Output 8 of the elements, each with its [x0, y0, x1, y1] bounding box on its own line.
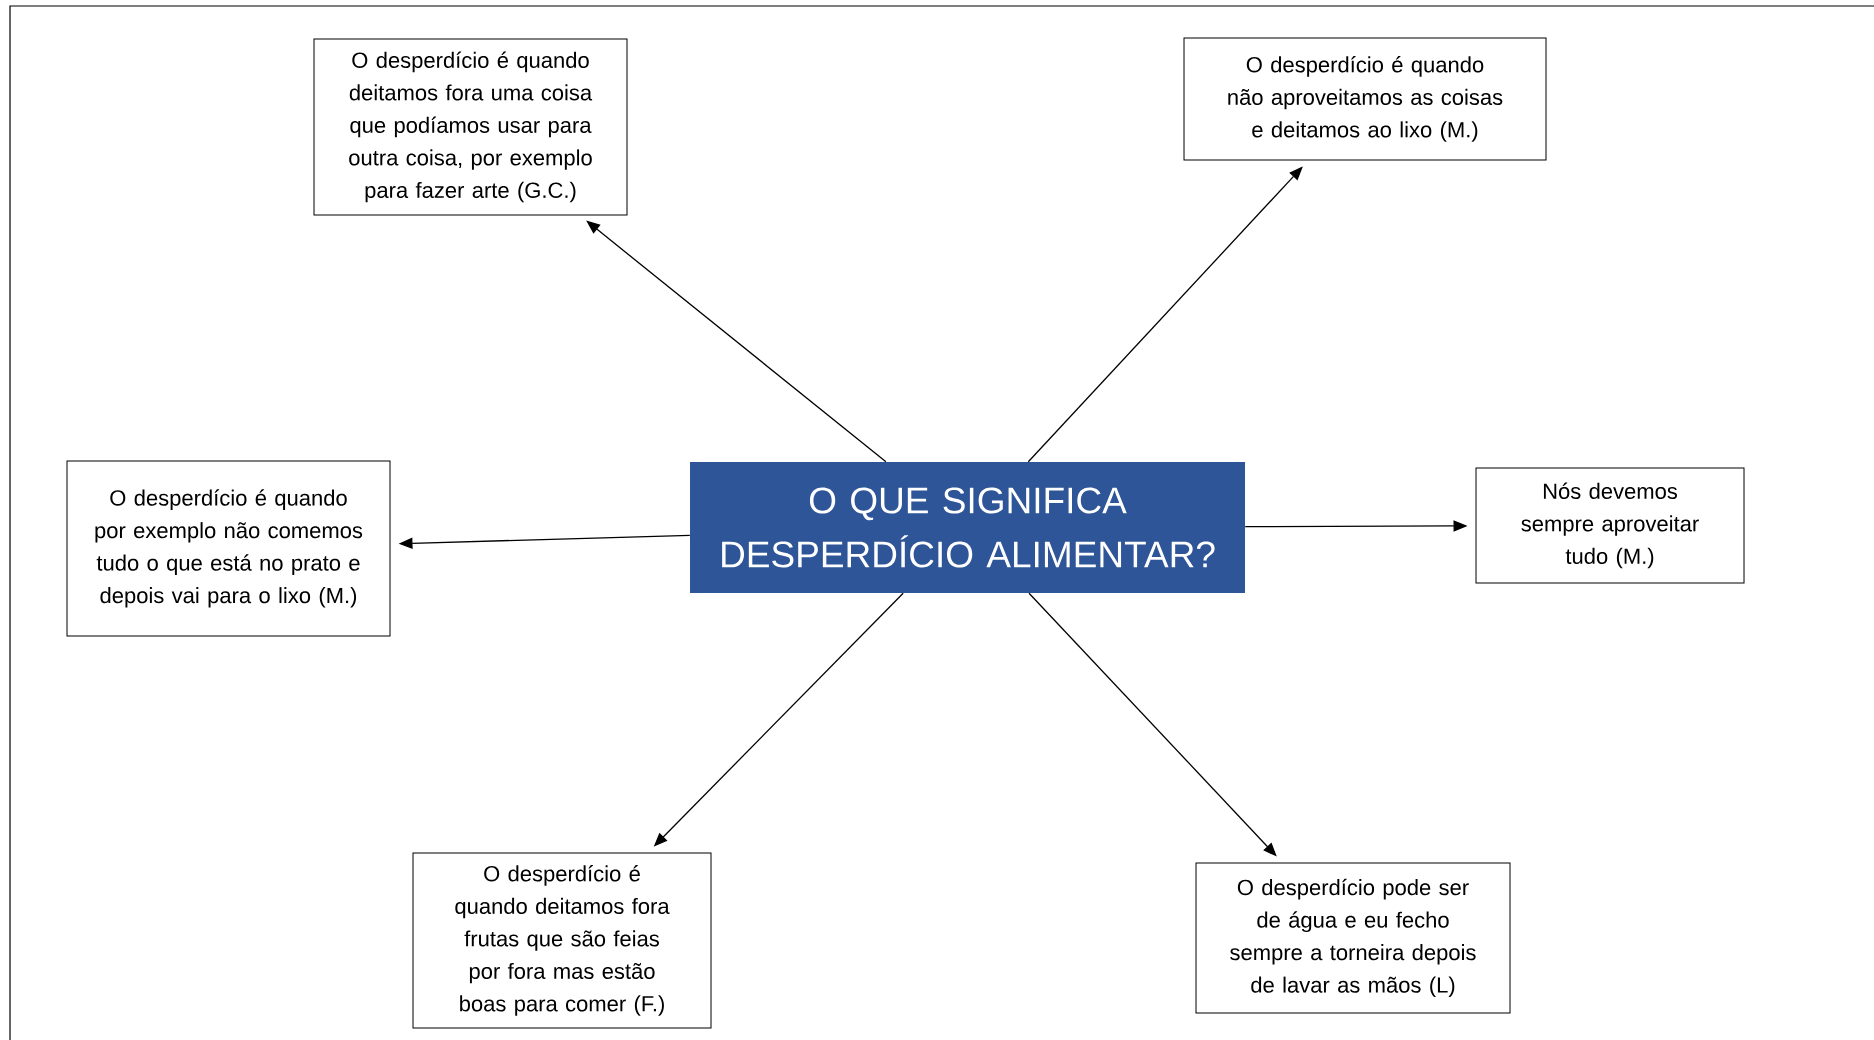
- text-box: O desperdício é quando por exemplo não comemos tudo o que está no prato e depois vai para o lixo (M.): [66, 460, 391, 637]
- text-box: Nós devemos sempre aproveitar tudo (M.): [1475, 467, 1745, 584]
- title-box: O QUE SIGNIFICA DESPERDÍCIO ALIMENTAR?: [690, 462, 1245, 593]
- text-box: O desperdício é quando deitamos fora frutas que são feias por fora mas estão boas para comer (F.): [412, 852, 712, 1029]
- arrow: [586, 220, 887, 463]
- text-box: O desperdício é quando não aproveitamos as coisas e deitamos ao lixo (M.): [1183, 37, 1547, 161]
- text-box: O desperdício é quando deitamos fora uma coisa que podíamos usar para outra coisa, por exemplo para fazer arte (G.C.): [313, 38, 628, 216]
- text-box: O desperdício pode ser de água e eu fecho sempre a torneira depois de lavar as mãos (L): [1195, 862, 1511, 1014]
